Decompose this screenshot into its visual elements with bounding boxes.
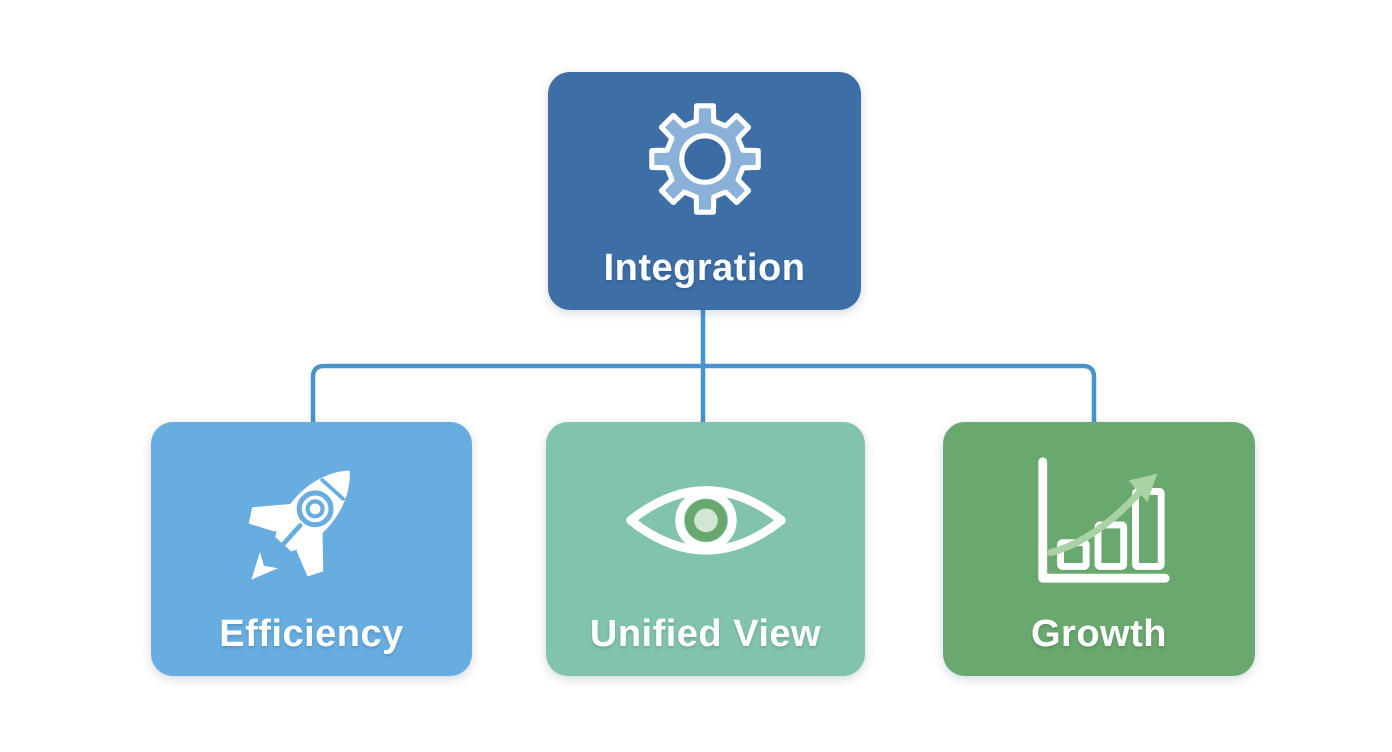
connector-bracket [310, 363, 1097, 427]
node-integration: Integration [548, 72, 861, 310]
node-integration-label: Integration [603, 247, 806, 289]
bar-chart-icon [1038, 457, 1170, 583]
node-efficiency-label: Efficiency [219, 613, 404, 655]
node-efficiency: Efficiency [151, 422, 472, 676]
rocket-icon [248, 470, 350, 580]
eye-icon [625, 486, 786, 555]
node-unified-view: Unified View [546, 422, 865, 676]
node-unified-view-label: Unified View [589, 613, 822, 655]
node-growth: Growth [943, 422, 1255, 676]
node-growth-label: Growth [1031, 613, 1167, 655]
gear-icon [648, 103, 761, 215]
